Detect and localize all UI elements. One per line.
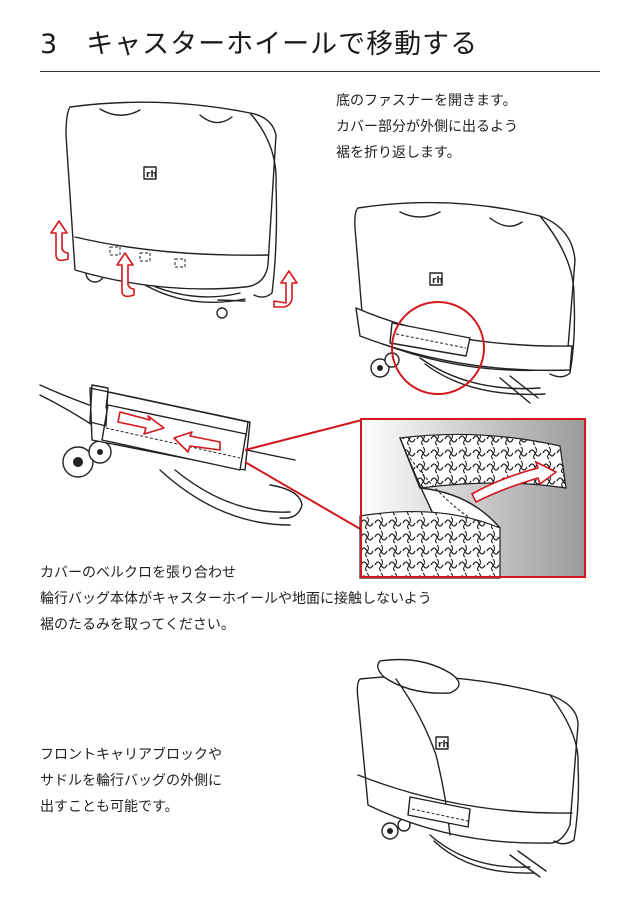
saddle-icon	[377, 658, 460, 694]
illustration-saddle-outside: rh	[356, 658, 580, 878]
step-number: 3	[40, 29, 59, 60]
step-title: キャスターホイールで移動する	[86, 29, 479, 60]
instruction-text-2: カバーのベルクロを張り合わせ 輪行バッグ本体がキャスターホイールや地面に接触しな…	[40, 565, 432, 633]
title-divider	[40, 71, 600, 72]
fold-arrow-icon	[116, 252, 135, 298]
direction-arrow-icon	[173, 431, 221, 453]
direction-arrow-icon	[117, 411, 165, 435]
zoom-frame	[360, 418, 586, 578]
svg-text:rh: rh	[438, 740, 449, 750]
svg-text:rh: rh	[432, 276, 443, 286]
fold-arrow-icon	[50, 220, 69, 262]
illustration-velcro-detail	[39, 384, 363, 531]
fold-arrow-icon	[273, 270, 298, 308]
attach-arrow-icon	[471, 461, 557, 503]
illustration-hem-folded: rh	[354, 201, 576, 404]
svg-text:rh: rh	[146, 170, 157, 180]
page-title: 3 キャスターホイールで移動する	[40, 22, 478, 61]
illustration-fold-hem: rh	[50, 101, 298, 319]
brand-logo-icon	[143, 166, 157, 180]
illustration-velcro-zoom	[359, 418, 586, 579]
highlight-circle	[391, 301, 485, 395]
instruction-text-1: 底のファスナーを開きます。 カバー部分が外側に出るよう 裾を折り返します。	[336, 93, 518, 161]
instruction-text-3: フロントキャリアブロックや サドルを輪行バッグの外側に 出すことも可能です。	[40, 747, 222, 815]
